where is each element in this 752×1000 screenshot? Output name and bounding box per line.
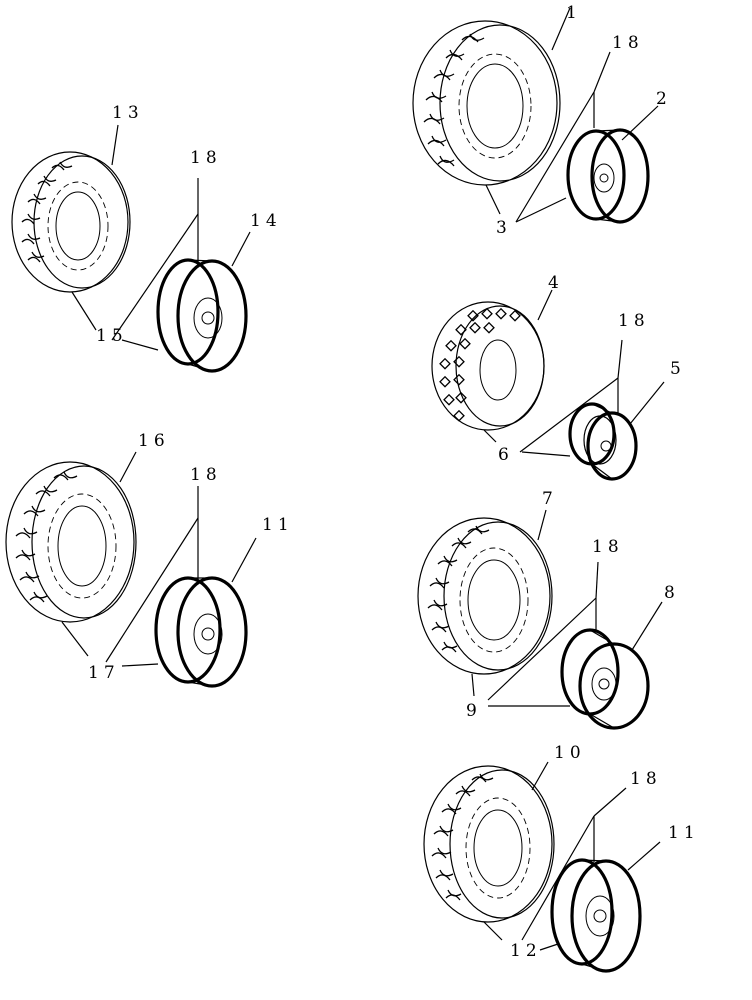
tire-7 — [417, 517, 553, 675]
callout-18-b: 18 — [190, 148, 222, 168]
tire-1 — [412, 20, 561, 186]
tire-16 — [5, 461, 137, 623]
leaders-assembly-4 — [483, 289, 665, 457]
rim-11-right — [550, 858, 642, 973]
callout-11-right: 11 — [668, 823, 700, 843]
callout-11-left: 11 — [262, 515, 294, 535]
rim-5 — [568, 402, 638, 481]
tire-16-tread-pattern — [15, 471, 78, 603]
tire-4 — [431, 301, 545, 431]
tire-13-tread-pattern — [21, 161, 73, 263]
leaders-assembly-1 — [485, 7, 659, 223]
tire-10-tread-pattern — [431, 773, 494, 901]
callout-18-a: 18 — [612, 33, 644, 53]
callout-12: 12 — [510, 941, 542, 961]
callout-6: 6 — [498, 445, 514, 465]
callout-8: 8 — [664, 583, 680, 603]
leaders-assembly-10 — [483, 761, 661, 951]
tire-4-diamond-tread — [439, 307, 521, 422]
leaders-assembly-13 — [71, 124, 251, 351]
callout-3: 3 — [496, 218, 512, 238]
rim-14 — [156, 258, 248, 373]
tire-7-tread-pattern — [427, 525, 490, 653]
callout-7: 7 — [542, 489, 558, 509]
callout-4: 4 — [548, 273, 564, 293]
callout-18-d: 18 — [190, 465, 222, 485]
callout-13: 13 — [112, 103, 144, 123]
callout-18-f: 18 — [630, 769, 662, 789]
callout-2: 2 — [656, 89, 672, 109]
callout-18-e: 18 — [592, 537, 624, 557]
tire-13 — [11, 151, 131, 293]
rim-11-left — [154, 576, 248, 688]
callout-1: 1 — [566, 3, 582, 23]
callout-9: 9 — [466, 701, 482, 721]
callout-17: 17 — [88, 663, 120, 683]
callout-labels: 1 18 2 3 13 18 14 15 4 18 5 6 16 18 11 1… — [88, 3, 700, 961]
callout-15: 15 — [96, 326, 128, 346]
rim-8 — [560, 628, 650, 730]
callout-10: 10 — [554, 743, 586, 763]
leaders-assembly-16 — [61, 451, 257, 667]
callout-18-c: 18 — [618, 311, 650, 331]
rim-2 — [566, 128, 650, 224]
callout-14: 14 — [250, 211, 282, 231]
callout-16: 16 — [138, 431, 170, 451]
callout-5: 5 — [670, 359, 686, 379]
leaders-assembly-7 — [471, 509, 663, 707]
tire-1-tread-pattern — [423, 33, 485, 167]
tire-10 — [423, 765, 555, 923]
